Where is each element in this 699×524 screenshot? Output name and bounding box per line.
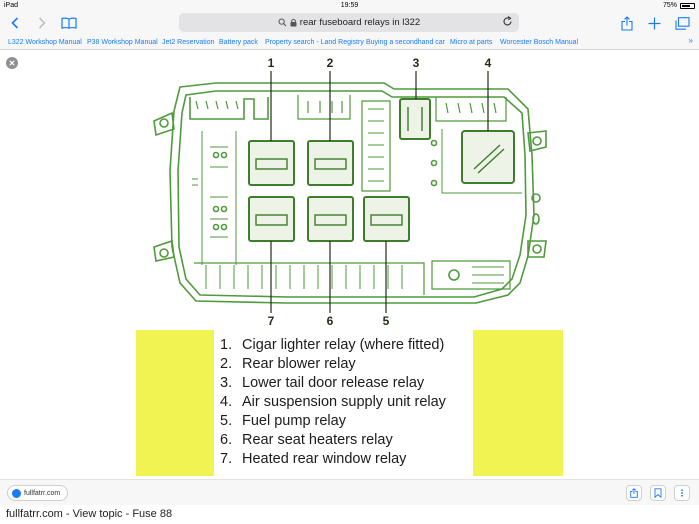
relay-legend: 1.Cigar lighter relay (where fitted) 2.R… bbox=[136, 330, 563, 476]
bookmark-battery-pack[interactable]: Battery pack bbox=[219, 39, 258, 46]
fuseboard-diagram: 1 2 3 4 7 6 5 bbox=[153, 56, 547, 328]
plus-icon bbox=[648, 17, 660, 29]
new-tab-button[interactable] bbox=[646, 13, 662, 33]
legend-item: 4.Air suspension supply unit relay bbox=[220, 394, 446, 410]
bookmark-secondhand-car[interactable]: Buying a secondhand car bbox=[366, 39, 445, 46]
more-icon bbox=[681, 489, 683, 497]
browser-toolbar: rear fuseboard relays in l322 bbox=[0, 11, 699, 35]
callout-3: 3 bbox=[413, 56, 420, 70]
lock-icon bbox=[290, 18, 297, 27]
bookmark-jet2[interactable]: Jet2 Reservation bbox=[162, 39, 215, 46]
legend-item: 6.Rear seat heaters relay bbox=[220, 432, 393, 448]
back-button[interactable] bbox=[8, 13, 22, 33]
callout-4: 4 bbox=[485, 56, 492, 70]
tabs-icon bbox=[674, 16, 690, 30]
bookmark-l322-manual[interactable]: L322 Workshop Manual bbox=[8, 39, 82, 46]
tabs-button[interactable] bbox=[673, 13, 691, 33]
bookmark-p38-manual[interactable]: P38 Workshop Manual bbox=[87, 39, 158, 46]
callout-5: 5 bbox=[383, 314, 390, 328]
book-icon bbox=[61, 17, 77, 29]
callout-1: 1 bbox=[268, 56, 275, 70]
legend-list: 1.Cigar lighter relay (where fitted) 2.R… bbox=[220, 336, 446, 469]
bookmarks-overflow-icon[interactable]: » bbox=[688, 36, 693, 45]
share-icon bbox=[621, 15, 633, 31]
bookmarks-button[interactable] bbox=[60, 13, 78, 33]
address-text: rear fuseboard relays in l322 bbox=[299, 17, 421, 28]
callout-6: 6 bbox=[327, 314, 334, 328]
source-site: fullfatrr.com bbox=[24, 489, 61, 497]
address-bar[interactable]: rear fuseboard relays in l322 bbox=[179, 13, 519, 32]
share-icon bbox=[630, 488, 638, 498]
close-icon bbox=[9, 60, 15, 66]
clock: 19:59 bbox=[340, 2, 359, 9]
bookmark-micro-parts[interactable]: Micro at parts bbox=[450, 39, 493, 46]
more-options-button[interactable] bbox=[674, 485, 690, 501]
battery-icon bbox=[680, 2, 695, 9]
bookmark-land-registry[interactable]: Property search - Land Registry bbox=[265, 39, 364, 46]
battery-status: 75% bbox=[663, 0, 695, 11]
close-button[interactable] bbox=[6, 57, 18, 69]
search-icon bbox=[278, 18, 287, 27]
image-caption[interactable]: fullfatrr.com - View topic - Fuse 88 bbox=[6, 508, 173, 520]
share-button[interactable] bbox=[619, 13, 635, 33]
legend-item: 3.Lower tail door release relay bbox=[220, 375, 425, 391]
bookmark-worcester-bosch[interactable]: Worcester Bosch Manual bbox=[500, 39, 579, 46]
legend-highlight-left bbox=[136, 330, 214, 476]
battery-fill bbox=[682, 4, 690, 7]
legend-item: 5.Fuel pump relay bbox=[220, 413, 346, 429]
relay-3 bbox=[399, 98, 431, 140]
favorites-bar: L322 Workshop Manual P38 Workshop Manual… bbox=[0, 35, 699, 50]
save-image-button[interactable] bbox=[650, 485, 666, 501]
legend-item: 7.Heated rear window relay bbox=[220, 451, 407, 467]
callout-2: 2 bbox=[327, 56, 334, 70]
reload-icon[interactable] bbox=[502, 16, 513, 27]
chevron-right-icon bbox=[38, 17, 46, 29]
forward-button[interactable] bbox=[35, 13, 49, 33]
legend-item: 2.Rear blower relay bbox=[220, 356, 356, 372]
chevron-left-icon bbox=[11, 17, 19, 29]
source-link[interactable]: fullfatrr.com bbox=[7, 485, 69, 501]
status-bar: iPad 19:59 75% bbox=[0, 0, 699, 11]
share-image-button[interactable] bbox=[626, 485, 642, 501]
image-info-bar: fullfatrr.com bbox=[0, 479, 699, 505]
housing-inner-outline bbox=[177, 90, 527, 298]
globe-icon bbox=[12, 488, 21, 498]
callout-7: 7 bbox=[268, 314, 275, 328]
legend-item: 1.Cigar lighter relay (where fitted) bbox=[220, 337, 445, 353]
legend-highlight-right bbox=[473, 330, 563, 476]
image-viewer: 1 2 3 4 7 6 5 1.Cigar lighter relay (whe… bbox=[0, 51, 699, 479]
device-name: iPad bbox=[4, 2, 19, 9]
bookmark-icon bbox=[654, 488, 662, 498]
battery-percent: 75% bbox=[662, 2, 677, 9]
